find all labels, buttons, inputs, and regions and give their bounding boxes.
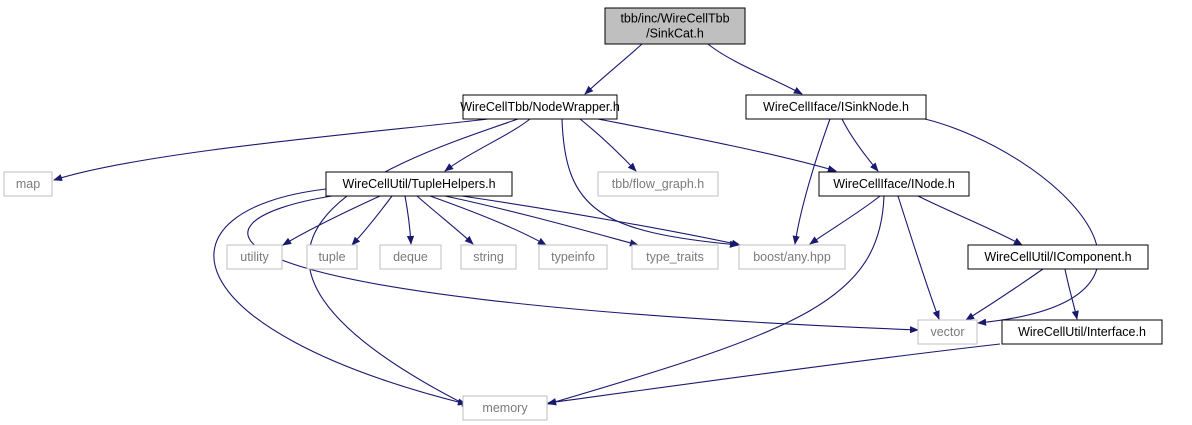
node-label-memory: memory [482, 401, 528, 415]
edge-inode-to-vector [897, 195, 940, 320]
node-label-utility: utility [240, 250, 269, 264]
node-label-string: string [473, 250, 504, 264]
edge-nodewrapper-to-memory [308, 118, 519, 408]
node-interface[interactable]: WireCellUtil/Interface.h [1001, 319, 1163, 345]
node-icomponent[interactable]: WireCellUtil/IComponent.h [967, 244, 1149, 270]
node-label-inode: WireCellIface/INode.h [833, 177, 955, 191]
node-map: map [3, 171, 53, 197]
edge-sinkcat-to-nodewrapper [584, 43, 643, 95]
node-isinknode[interactable]: WireCellIface/ISinkNode.h [745, 94, 927, 120]
node-inode[interactable]: WireCellIface/INode.h [818, 171, 970, 197]
edge-tuplehelpers-to-vector [247, 195, 919, 334]
node-sinkcat[interactable]: tbb/inc/WireCellTbb/SinkCat.h [604, 7, 746, 45]
node-box-icomponent [967, 244, 1149, 270]
edge-inode-to-icomponent [917, 195, 1023, 246]
edge-nodewrapper-to-map [53, 118, 489, 182]
edge-tuplehelpers-to-string [416, 195, 474, 245]
node-box-interface [1001, 319, 1163, 345]
edge-nodewrapper-to-tuplehelpers [444, 118, 531, 172]
edge-tuplehelpers-to-deque [404, 195, 415, 245]
node-label-typeinfo: typeinfo [551, 250, 595, 264]
node-label-vector: vector [930, 325, 964, 339]
node-deque: deque [379, 244, 442, 270]
node-memory: memory [462, 395, 548, 421]
node-label-sinkcat-2: /SinkCat.h [646, 27, 704, 41]
edge-inode-to-boostany [809, 195, 881, 245]
edge-nodewrapper-to-flowgraph [579, 118, 637, 172]
node-label-boostany: boost/any.hpp [753, 250, 831, 264]
edge-tuplehelpers-to-memory [213, 188, 467, 406]
node-box-tuplehelpers [325, 171, 513, 197]
node-box-tuple [306, 244, 358, 270]
edge-inode-to-memory [547, 195, 885, 406]
edge-icomponent-to-vector [965, 268, 1044, 321]
node-label-isinknode: WireCellIface/ISinkNode.h [763, 100, 909, 114]
node-label-icomponent: WireCellUtil/IComponent.h [984, 250, 1131, 264]
node-nodewrapper[interactable]: WireCellTbb/NodeWrapper.h [460, 94, 620, 120]
node-label-map: map [16, 177, 40, 191]
node-box-map [3, 171, 53, 197]
node-box-utility [226, 244, 283, 270]
node-box-flowgraph [597, 171, 719, 197]
node-typeinfo: typeinfo [538, 244, 608, 270]
node-label-tuple: tuple [318, 250, 345, 264]
edge-isinknode-to-inode [841, 118, 879, 172]
node-box-sinkcat [604, 7, 746, 45]
node-box-string [460, 244, 517, 270]
edge-tuplehelpers-to-utility [282, 195, 381, 246]
edge-interface-to-memory [547, 343, 1001, 406]
node-label-flowgraph: tbb/flow_graph.h [612, 177, 704, 191]
node-box-inode [818, 171, 970, 197]
edge-tuplehelpers-to-tuple [351, 195, 393, 246]
node-label-interface: WireCellUtil/Interface.h [1018, 325, 1146, 339]
node-flowgraph: tbb/flow_graph.h [597, 171, 719, 197]
node-box-typetraits [631, 244, 719, 270]
node-label-nodewrapper: WireCellTbb/NodeWrapper.h [460, 100, 620, 114]
node-box-nodewrapper [462, 94, 618, 120]
edge-isinknode-to-vector [924, 118, 1099, 326]
node-label-sinkcat-1: tbb/inc/WireCellTbb [620, 12, 729, 26]
edge-nodewrapper-to-inode [597, 118, 837, 173]
edge-nodewrapper-to-boostany [561, 118, 739, 248]
node-box-isinknode [745, 94, 927, 120]
node-boostany: boost/any.hpp [738, 244, 846, 270]
nodes-layer: tbb/inc/WireCellTbb/SinkCat.hWireCellTbb… [3, 7, 1163, 421]
node-utility: utility [226, 244, 283, 270]
edge-isinknode-to-boostany [792, 118, 831, 245]
node-label-tuplehelpers: WireCellUtil/TupleHelpers.h [342, 177, 495, 191]
node-box-deque [379, 244, 442, 270]
node-vector: vector [917, 319, 978, 345]
node-label-typetraits: type_traits [646, 250, 704, 264]
node-tuplehelpers[interactable]: WireCellUtil/TupleHelpers.h [325, 171, 513, 197]
edge-icomponent-to-interface [1064, 268, 1079, 320]
edge-tuplehelpers-to-typetraits [444, 195, 639, 247]
node-typetraits: type_traits [631, 244, 719, 270]
node-tuple: tuple [306, 244, 358, 270]
node-box-memory [462, 395, 548, 421]
edge-sinkcat-to-isinknode [707, 43, 803, 95]
node-string: string [460, 244, 517, 270]
node-box-vector [917, 319, 978, 345]
edge-tuplehelpers-to-boostany [461, 195, 741, 247]
node-box-boostany [738, 244, 846, 270]
node-label-deque: deque [393, 250, 428, 264]
edges-layer [53, 43, 1099, 408]
edge-tuplehelpers-to-typeinfo [429, 195, 547, 246]
node-box-typeinfo [538, 244, 608, 270]
